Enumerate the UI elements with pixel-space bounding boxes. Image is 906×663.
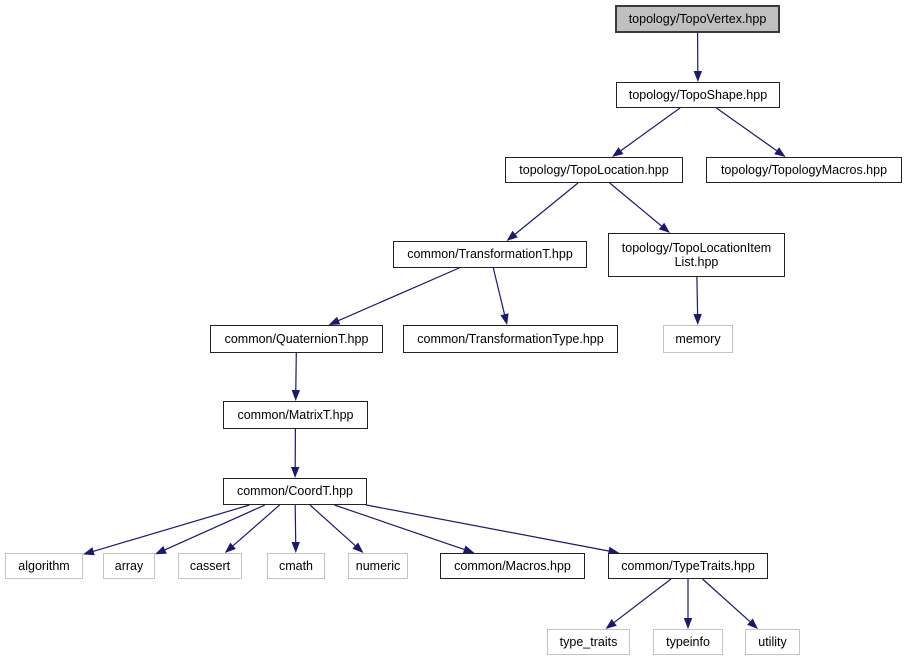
edge-topo_location-to-topo_location_item_list (609, 182, 662, 227)
edge-type_traits_hpp-to-utility (702, 578, 751, 623)
edge-quaternion_t-to-matrix_t (295, 352, 297, 391)
arrowhead-topo_location-to-transformation_t (506, 230, 518, 241)
arrowhead-matrix_t-to-coord_t (291, 467, 300, 478)
graph-node-algorithm[interactable]: algorithm (5, 553, 83, 579)
edge-coord_t-to-type_traits_hpp (366, 504, 609, 552)
graph-node-type_traits_hpp[interactable]: common/TypeTraits.hpp (608, 553, 768, 579)
arrowhead-coord_t-to-algorithm (83, 547, 95, 556)
graph-node-quaternion_t[interactable]: common/QuaternionT.hpp (210, 325, 383, 353)
arrowhead-quaternion_t-to-matrix_t (291, 389, 300, 401)
graph-node-array[interactable]: array (103, 553, 155, 579)
graph-node-utility[interactable]: utility (745, 629, 800, 655)
graph-node-memory[interactable]: memory (663, 325, 733, 353)
graph-node-typeinfo[interactable]: typeinfo (653, 629, 723, 655)
graph-node-cassert[interactable]: cassert (178, 553, 242, 579)
edge-topo_location-to-transformation_t (514, 182, 579, 235)
graph-node-topology_macros[interactable]: topology/TopologyMacros.hpp (706, 157, 902, 183)
arrowhead-topo_location-to-topo_location_item_list (658, 222, 670, 233)
edge-coord_t-to-numeric (309, 504, 356, 547)
edge-coord_t-to-cmath (294, 504, 297, 543)
arrowhead-topo_shape-to-topo_location (612, 147, 624, 157)
graph-node-coord_t[interactable]: common/CoordT.hpp (223, 478, 367, 505)
graph-node-matrix_t[interactable]: common/MatrixT.hpp (223, 401, 368, 429)
graph-node-topo_location_item_list[interactable]: topology/TopoLocationItem List.hpp (608, 233, 785, 277)
graph-node-topo_vertex[interactable]: topology/TopoVertex.hpp (615, 5, 780, 33)
graph-node-type_traits[interactable]: type_traits (547, 629, 630, 655)
graph-node-macros[interactable]: common/Macros.hpp (440, 553, 585, 579)
arrowhead-coord_t-to-array (155, 546, 167, 555)
arrowhead-coord_t-to-cmath (291, 541, 300, 553)
edge-coord_t-to-cassert (232, 504, 280, 547)
edge-type_traits_hpp-to-type_traits (613, 578, 672, 623)
arrowhead-coord_t-to-cassert (224, 542, 236, 553)
graph-node-topo_shape[interactable]: topology/TopoShape.hpp (616, 82, 780, 108)
edge-topo_shape-to-topo_location (620, 107, 681, 152)
edge-topo_shape-to-topology_macros (716, 107, 777, 152)
edge-coord_t-to-algorithm (93, 504, 250, 552)
graph-node-transformation_t[interactable]: common/TransformationT.hpp (393, 241, 587, 268)
edge-coord_t-to-macros (334, 504, 465, 550)
graph-node-transformation_type[interactable]: common/TransformationType.hpp (403, 325, 618, 353)
arrowhead-topo_shape-to-topology_macros (774, 147, 786, 157)
arrowhead-transformation_t-to-quaternion_t (328, 316, 341, 325)
arrowhead-type_traits_hpp-to-type_traits (605, 619, 617, 629)
graph-node-cmath[interactable]: cmath (267, 553, 325, 579)
edge-transformation_t-to-transformation_type (492, 267, 506, 315)
edge-topo_location_item_list-to-memory (696, 276, 699, 315)
arrowhead-coord_t-to-macros (462, 545, 475, 554)
arrowhead-transformation_t-to-transformation_type (500, 313, 509, 325)
arrowhead-type_traits_hpp-to-typeinfo (683, 618, 693, 629)
edge-coord_t-to-array (164, 504, 266, 551)
edge-transformation_t-to-quaternion_t (338, 267, 460, 322)
arrowhead-topo_location_item_list-to-memory (693, 313, 702, 325)
graph-node-topo_location[interactable]: topology/TopoLocation.hpp (505, 157, 683, 183)
arrowhead-topo_vertex-to-topo_shape (693, 71, 702, 82)
graph-node-numeric[interactable]: numeric (348, 553, 408, 579)
arrowhead-type_traits_hpp-to-utility (747, 618, 758, 629)
arrowhead-coord_t-to-numeric (352, 542, 364, 553)
